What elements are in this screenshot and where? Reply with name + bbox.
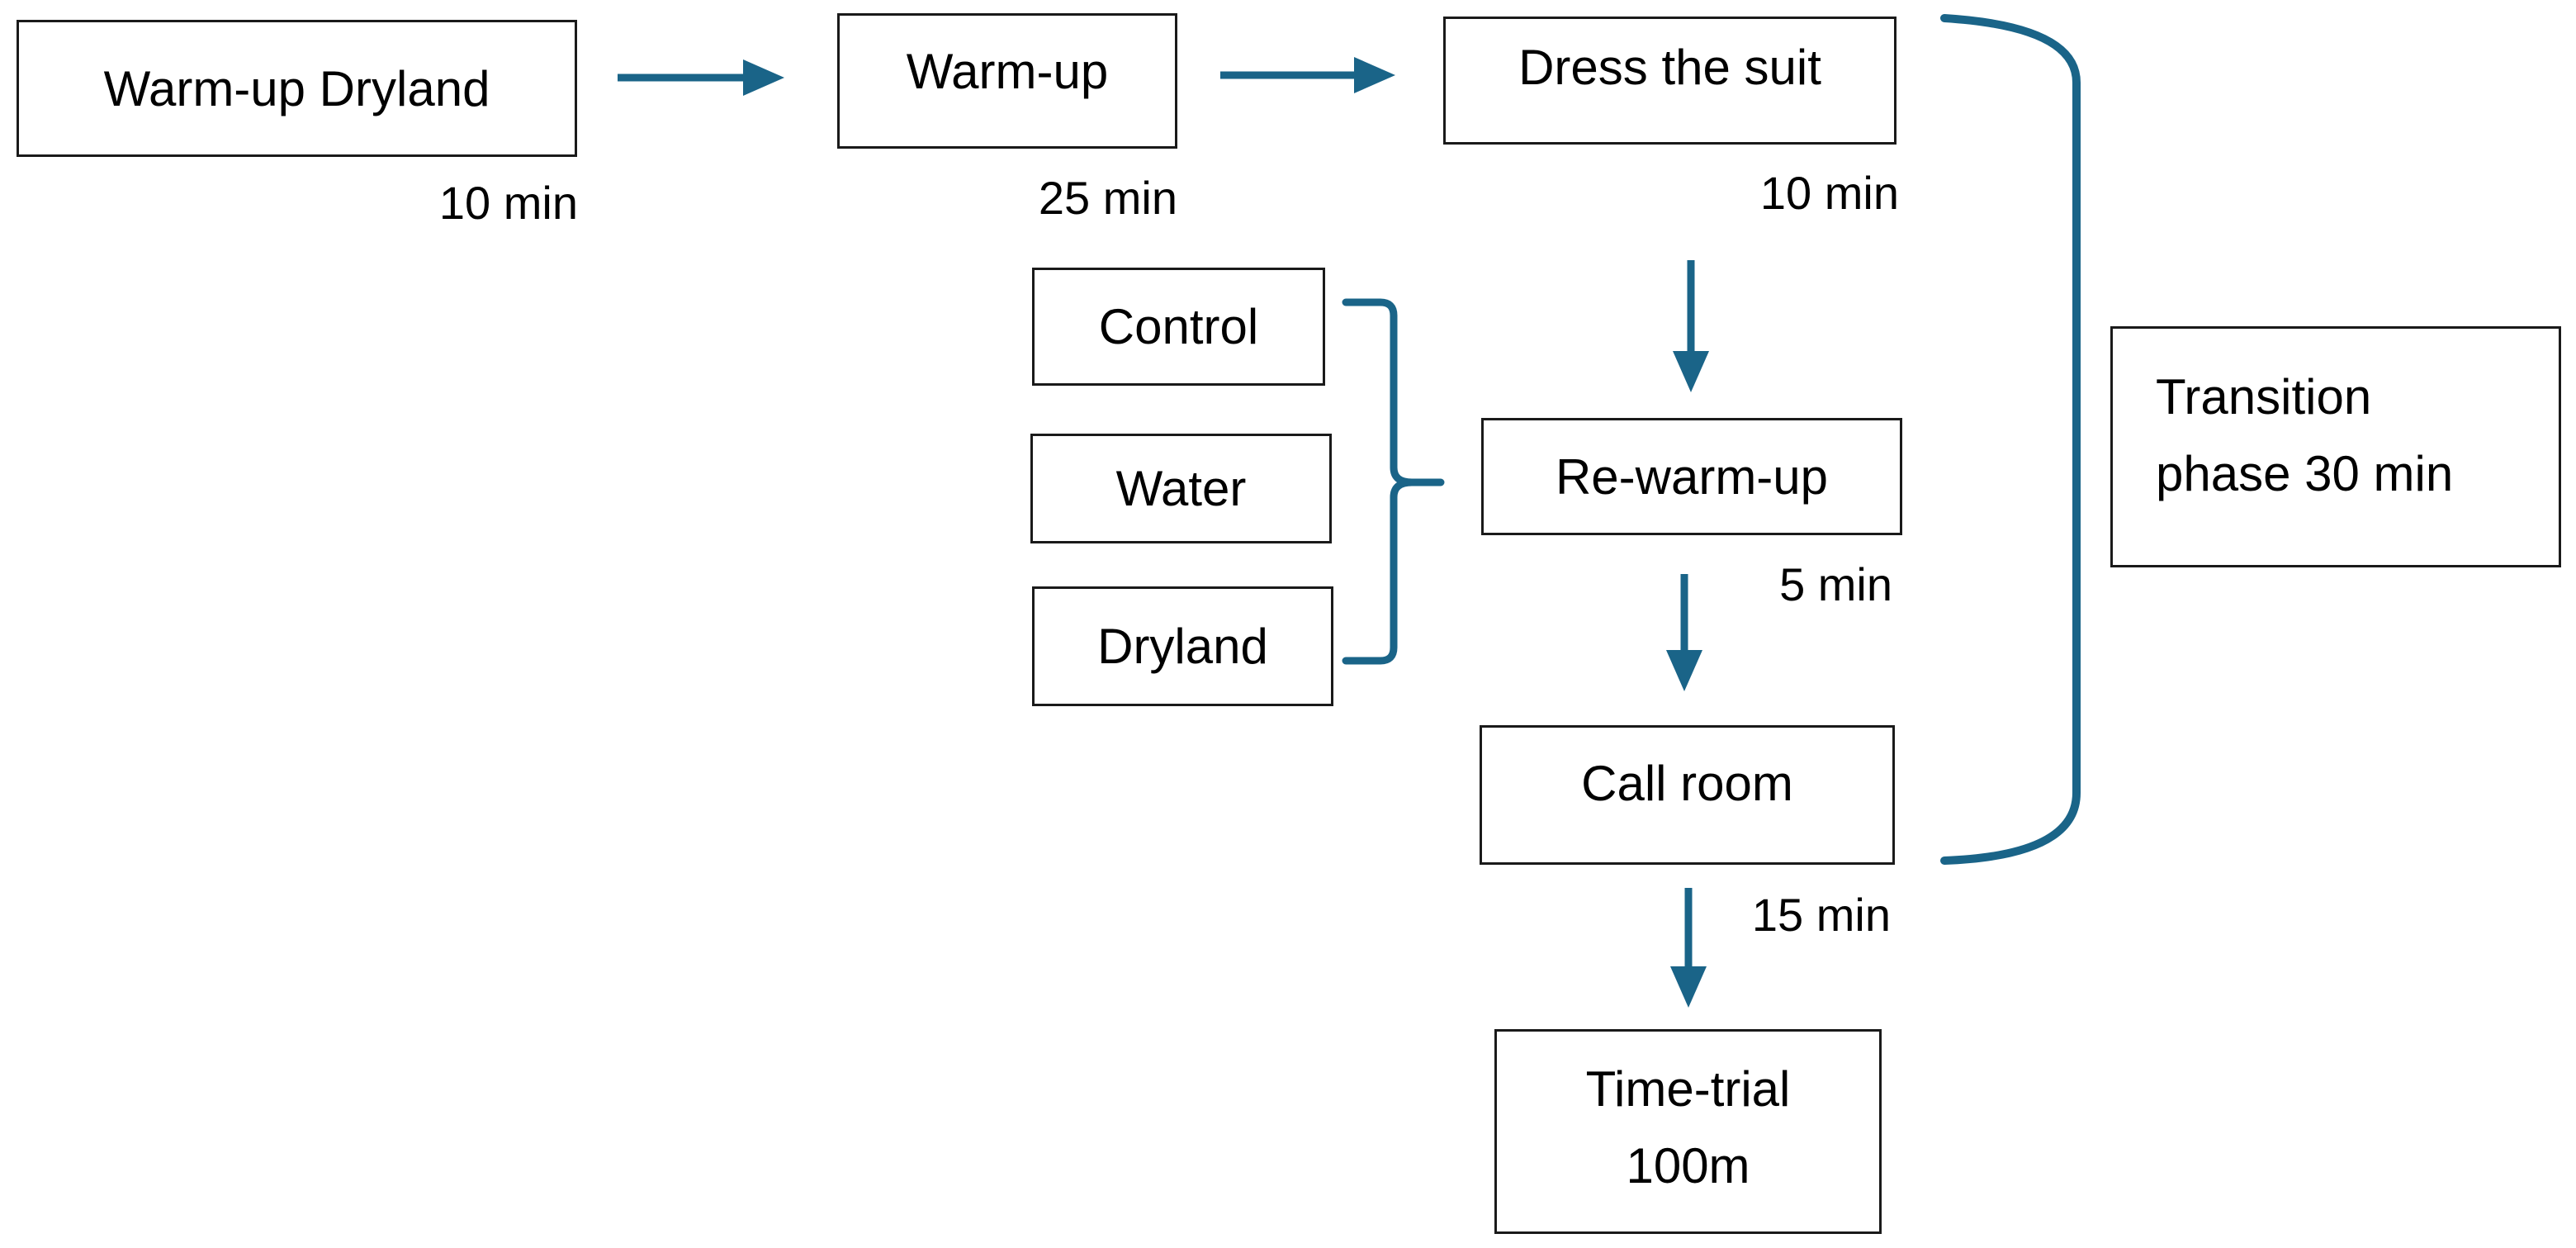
arrow-warmup-to-dress-suit — [1220, 57, 1395, 93]
dress-suit-duration: 10 min — [1759, 167, 1899, 219]
transition-phase-box: Transition phase 30 min — [2110, 326, 2561, 567]
warmup-box: Warm-up — [837, 13, 1177, 149]
warmup-dryland-duration: 10 min — [438, 177, 578, 229]
dress-suit-box: Dress the suit — [1443, 17, 1896, 145]
rewarmup-label: Re-warm-up — [1555, 448, 1829, 505]
arrow-dress-suit-to-rewarmup — [1673, 260, 1709, 392]
arrow-call-room-to-time-trial — [1670, 888, 1707, 1008]
arrow-warmup-dryland-to-warmup — [618, 59, 784, 96]
transition-label-line1: Transition — [2156, 369, 2372, 425]
warmup-label: Warm-up — [906, 43, 1109, 99]
dryland-label: Dryland — [1097, 619, 1268, 674]
warmup-duration: 25 min — [1038, 172, 1177, 224]
dryland-box: Dryland — [1032, 586, 1333, 706]
control-label: Control — [1098, 299, 1259, 354]
call-room-duration: 15 min — [1751, 889, 1891, 941]
dress-suit-label: Dress the suit — [1518, 40, 1821, 95]
transition-bracket — [1940, 14, 2081, 865]
time-trial-label-line1: Time-trial — [1585, 1061, 1791, 1117]
time-trial-label-line2: 100m — [1626, 1138, 1750, 1193]
warmup-dryland-label: Warm-up Dryland — [103, 60, 490, 116]
rewarmup-box: Re-warm-up — [1481, 418, 1902, 535]
time-trial-box: Time-trial 100m — [1494, 1029, 1882, 1234]
call-room-label: Call room — [1581, 756, 1793, 811]
control-box: Control — [1032, 268, 1325, 386]
warmup-dryland-box: Warm-up Dryland — [17, 20, 577, 157]
water-box: Water — [1030, 434, 1332, 543]
call-room-box: Call room — [1480, 725, 1895, 865]
condition-brace — [1342, 298, 1445, 665]
transition-label-line2: phase 30 min — [2156, 446, 2454, 501]
rewarmup-duration: 5 min — [1779, 558, 1892, 610]
arrow-rewarmup-to-call-room — [1666, 574, 1702, 691]
water-label: Water — [1115, 461, 1247, 516]
